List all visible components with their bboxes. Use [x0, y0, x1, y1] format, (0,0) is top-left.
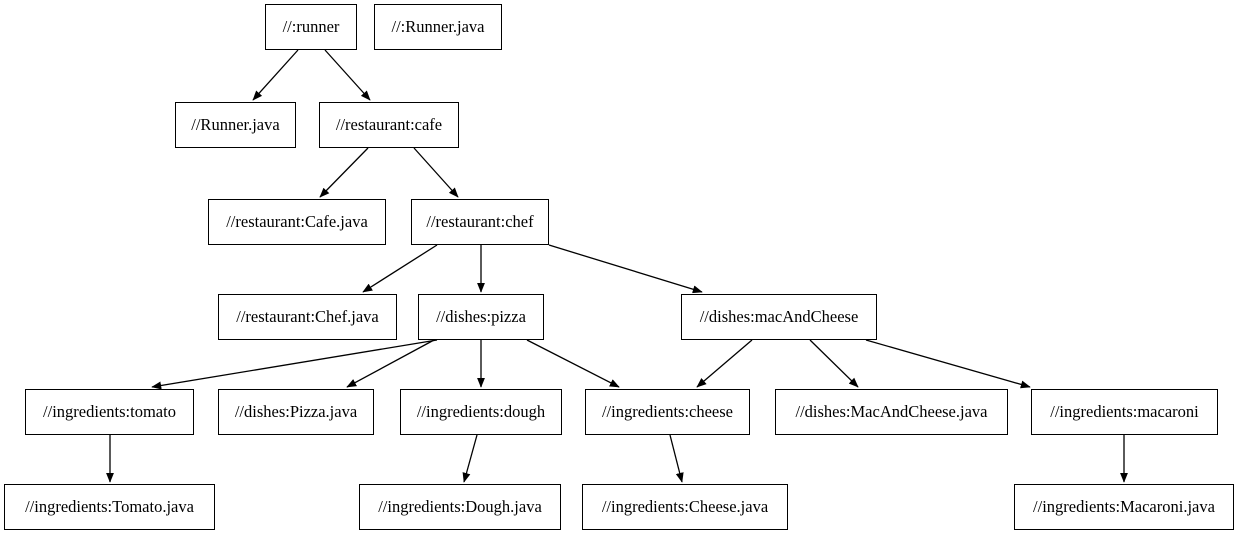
- graph-node-label: //ingredients:macaroni: [1050, 401, 1199, 421]
- graph-node-label: //dishes:MacAndCheese.java: [795, 401, 988, 421]
- graph-node-ingredients_cheese_java[interactable]: //ingredients:Cheese.java: [582, 484, 788, 530]
- graph-node-label: //restaurant:Cafe.java: [226, 211, 368, 231]
- graph-node-ingredients_dough_java[interactable]: //ingredients:Dough.java: [359, 484, 561, 530]
- graph-node-label: //ingredients:tomato: [43, 401, 176, 421]
- graph-node-restaurant_cafe_java[interactable]: //restaurant:Cafe.java: [208, 199, 386, 245]
- graph-node-label: //restaurant:chef: [426, 211, 534, 231]
- graph-node-restaurant_chef_java[interactable]: //restaurant:Chef.java: [218, 294, 397, 340]
- graph-node-dishes_pizza_java[interactable]: //dishes:Pizza.java: [218, 389, 374, 435]
- graph-node-label: //dishes:macAndCheese: [699, 306, 859, 326]
- graph-node-ingredients_tomato_java[interactable]: //ingredients:Tomato.java: [4, 484, 215, 530]
- graph-node-root_runner_java[interactable]: //:Runner.java: [374, 4, 502, 50]
- graph-node-ingredients_dough[interactable]: //ingredients:dough: [400, 389, 562, 435]
- graph-node-label: //:runner: [282, 16, 340, 36]
- graph-node-label: //ingredients:Tomato.java: [25, 496, 194, 516]
- graph-node-label: //restaurant:cafe: [335, 114, 443, 134]
- graph-node-label: //ingredients:cheese: [601, 401, 734, 421]
- graph-node-ingredients_macaroni_java[interactable]: //ingredients:Macaroni.java: [1014, 484, 1234, 530]
- graph-node-label: //dishes:pizza: [436, 306, 526, 326]
- graph-node-label: //dishes:Pizza.java: [234, 401, 358, 421]
- graph-node-label: //ingredients:Cheese.java: [601, 496, 769, 516]
- graph-node-runner[interactable]: //:runner: [265, 4, 357, 50]
- graph-node-label: //restaurant:Chef.java: [236, 306, 379, 326]
- graph-node-dishes_pizza[interactable]: //dishes:pizza: [418, 294, 544, 340]
- graph-node-label: //ingredients:dough: [416, 401, 546, 421]
- graph-node-restaurant_cafe[interactable]: //restaurant:cafe: [319, 102, 459, 148]
- graph-node-label: //Runner.java: [191, 114, 280, 134]
- graph-node-dishes_macandcheese[interactable]: //dishes:macAndCheese: [681, 294, 877, 340]
- graph-node-runner_java[interactable]: //Runner.java: [175, 102, 296, 148]
- graph-node-ingredients_tomato[interactable]: //ingredients:tomato: [25, 389, 194, 435]
- graph-node-ingredients_cheese[interactable]: //ingredients:cheese: [585, 389, 750, 435]
- graph-node-label: //ingredients:Macaroni.java: [1033, 496, 1215, 516]
- graph-node-restaurant_chef[interactable]: //restaurant:chef: [411, 199, 549, 245]
- graph-node-ingredients_macaroni[interactable]: //ingredients:macaroni: [1031, 389, 1218, 435]
- graph-node-label: //ingredients:Dough.java: [378, 496, 542, 516]
- graph-node-label: //:Runner.java: [391, 16, 485, 36]
- graph-node-dishes_macandcheese_java[interactable]: //dishes:MacAndCheese.java: [775, 389, 1008, 435]
